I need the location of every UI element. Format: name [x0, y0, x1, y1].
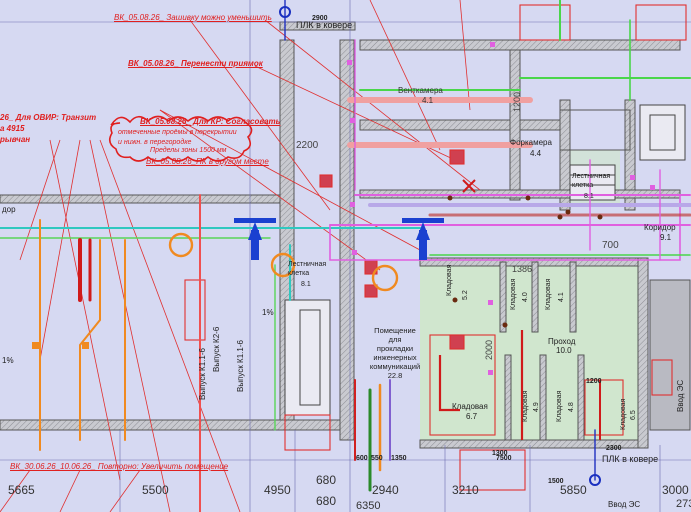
axis-5850: 5850 [560, 483, 587, 497]
note-ovir-3: рывчан [0, 135, 31, 144]
label-slope-left: 1% [2, 356, 14, 365]
label-stair-right: Лестничная клетка [572, 173, 611, 189]
label-forkamera: Форкамера [510, 138, 552, 147]
axis-5665: 5665 [8, 483, 35, 497]
no-5-2: 5.2 [462, 290, 469, 300]
note-kr-2: отмеченные проёмы в перекрытии [118, 129, 237, 136]
label-stair-left: Лестничная клетка [288, 261, 327, 277]
no-4-8: 4.8 [568, 402, 575, 412]
leader-lines [0, 0, 481, 512]
orange-squares [32, 342, 89, 349]
label-kladovaya-4-9: Кладовая [522, 390, 529, 422]
red-markups [184, 4, 687, 491]
label-kladovaya-4-0: Кладовая [510, 278, 517, 310]
revision-cloud [108, 115, 253, 162]
engineering-no: 22.8 [387, 371, 403, 380]
no-4-1: 4.1 [558, 292, 565, 302]
label-engineering: Помещение для прокладки инженерных комму… [362, 326, 428, 380]
label-koridor: Коридор [644, 223, 676, 232]
engineering-line-4: инженерных [373, 353, 417, 362]
axis-2730: 2730 [676, 498, 691, 510]
label-kladovaya-4-1: Кладовая [545, 278, 552, 310]
label-kladovaya-6-7: Кладовая [452, 402, 488, 411]
note-ovir: 26_ Для ОВИР: Транзит [0, 113, 97, 122]
axis-4950: 4950 [264, 483, 291, 497]
label-kladovaya-5-2: Кладовая [446, 264, 453, 296]
label-plk-top: ПЛК в коверe [296, 20, 353, 30]
engineering-line-2: для [388, 335, 402, 344]
label-vypusk-2: Выпуск К2-6 [212, 326, 221, 372]
label-vypusk-3: Выпуск К1.1-6 [236, 340, 245, 392]
note-kr-3: и нижн. в перегородке [118, 139, 192, 146]
label-forkamera-no: 4.4 [530, 149, 542, 158]
no-6-5: 6.5 [630, 410, 637, 420]
dim-1500: 1500 [548, 478, 564, 485]
label-dor: дор [2, 205, 16, 214]
label-koridor-no: 9.1 [660, 233, 672, 242]
label-vypusk-1: Выпуск К1.1-6 [198, 348, 207, 400]
dim-2900: 2900 [312, 15, 328, 22]
axis-3000: 3000 [662, 483, 689, 497]
axis-5500: 5500 [142, 483, 169, 497]
dim-1200b: 1200 [586, 378, 602, 385]
label-vvod: Ввод ЭС [676, 379, 685, 412]
label-vvod-2: Ввод ЭС [608, 500, 641, 509]
engineering-line-3: прокладки [376, 344, 414, 353]
pink-squares [347, 42, 655, 375]
engineering-line-1: Помещение [374, 326, 416, 335]
label-plk-bottom: ПЛК в коверe [602, 454, 659, 464]
brown-dots [447, 195, 603, 328]
axis-680a: 680 [316, 473, 337, 487]
note-zashivka: ВК_05.08.26_ Зашивку можно уменьшить [114, 13, 272, 22]
label-stair-right-no: 8.1 [584, 193, 594, 200]
stairs [284, 104, 686, 416]
engineering-line-5: коммуникаций [369, 362, 421, 371]
flow-arrows [234, 218, 444, 260]
note-zone: Пределы зоны 1500 мм [150, 147, 227, 154]
axis-3210: 3210 [452, 483, 479, 497]
axis-680b: 680 [316, 494, 337, 508]
orange-circles [168, 232, 399, 292]
dim-1386: 1386 [512, 264, 533, 274]
dim-700: 700 [602, 240, 619, 251]
dim-2000: 2000 [484, 339, 494, 360]
no-4-9: 4.9 [533, 402, 540, 412]
note-ovir-2: а 4915 [0, 124, 25, 133]
label-ventkamera: Венткамера [398, 86, 443, 95]
note-priyamok: ВК_05.08.26_ Перенести приямок [128, 59, 263, 68]
label-ventkamera-no: 4.1 [422, 96, 434, 105]
dim-1350: 1350 [391, 455, 407, 462]
dim-2300: 2300 [606, 445, 622, 452]
dim-2200: 2200 [296, 140, 319, 151]
label-kladovaya-6-5: Кладовая [620, 398, 627, 430]
label-prohod: Проход [548, 337, 576, 346]
note-pk: ВК_05.08.26_ПК в другом месте [146, 157, 269, 166]
label-kladovaya-4-8: Кладовая [556, 390, 563, 422]
axis-2940: 2940 [372, 483, 399, 497]
no-4-0: 4.0 [522, 292, 529, 302]
note-increase-room: ВК_30.06.26_10.06.26_ Повторно: Увеличит… [10, 462, 229, 471]
label-slope: 1% [262, 308, 274, 317]
dim-7500: 7500 [496, 455, 512, 462]
label-stair-left-no: 8.1 [301, 281, 311, 288]
markers [279, 6, 601, 486]
dim-1200: 1200 [512, 91, 522, 112]
axis-6350: 6350 [356, 500, 381, 512]
dim-600: 600 [356, 455, 368, 462]
note-kr: ВК_05.08.26_ Для КР: Согласовать [140, 117, 281, 126]
dim-1300: 1300 [492, 450, 508, 457]
dim-550: 550 [371, 455, 383, 462]
no-6-7: 6.7 [466, 412, 478, 421]
label-prohod-no: 10.0 [556, 346, 572, 355]
red-x [462, 179, 476, 193]
